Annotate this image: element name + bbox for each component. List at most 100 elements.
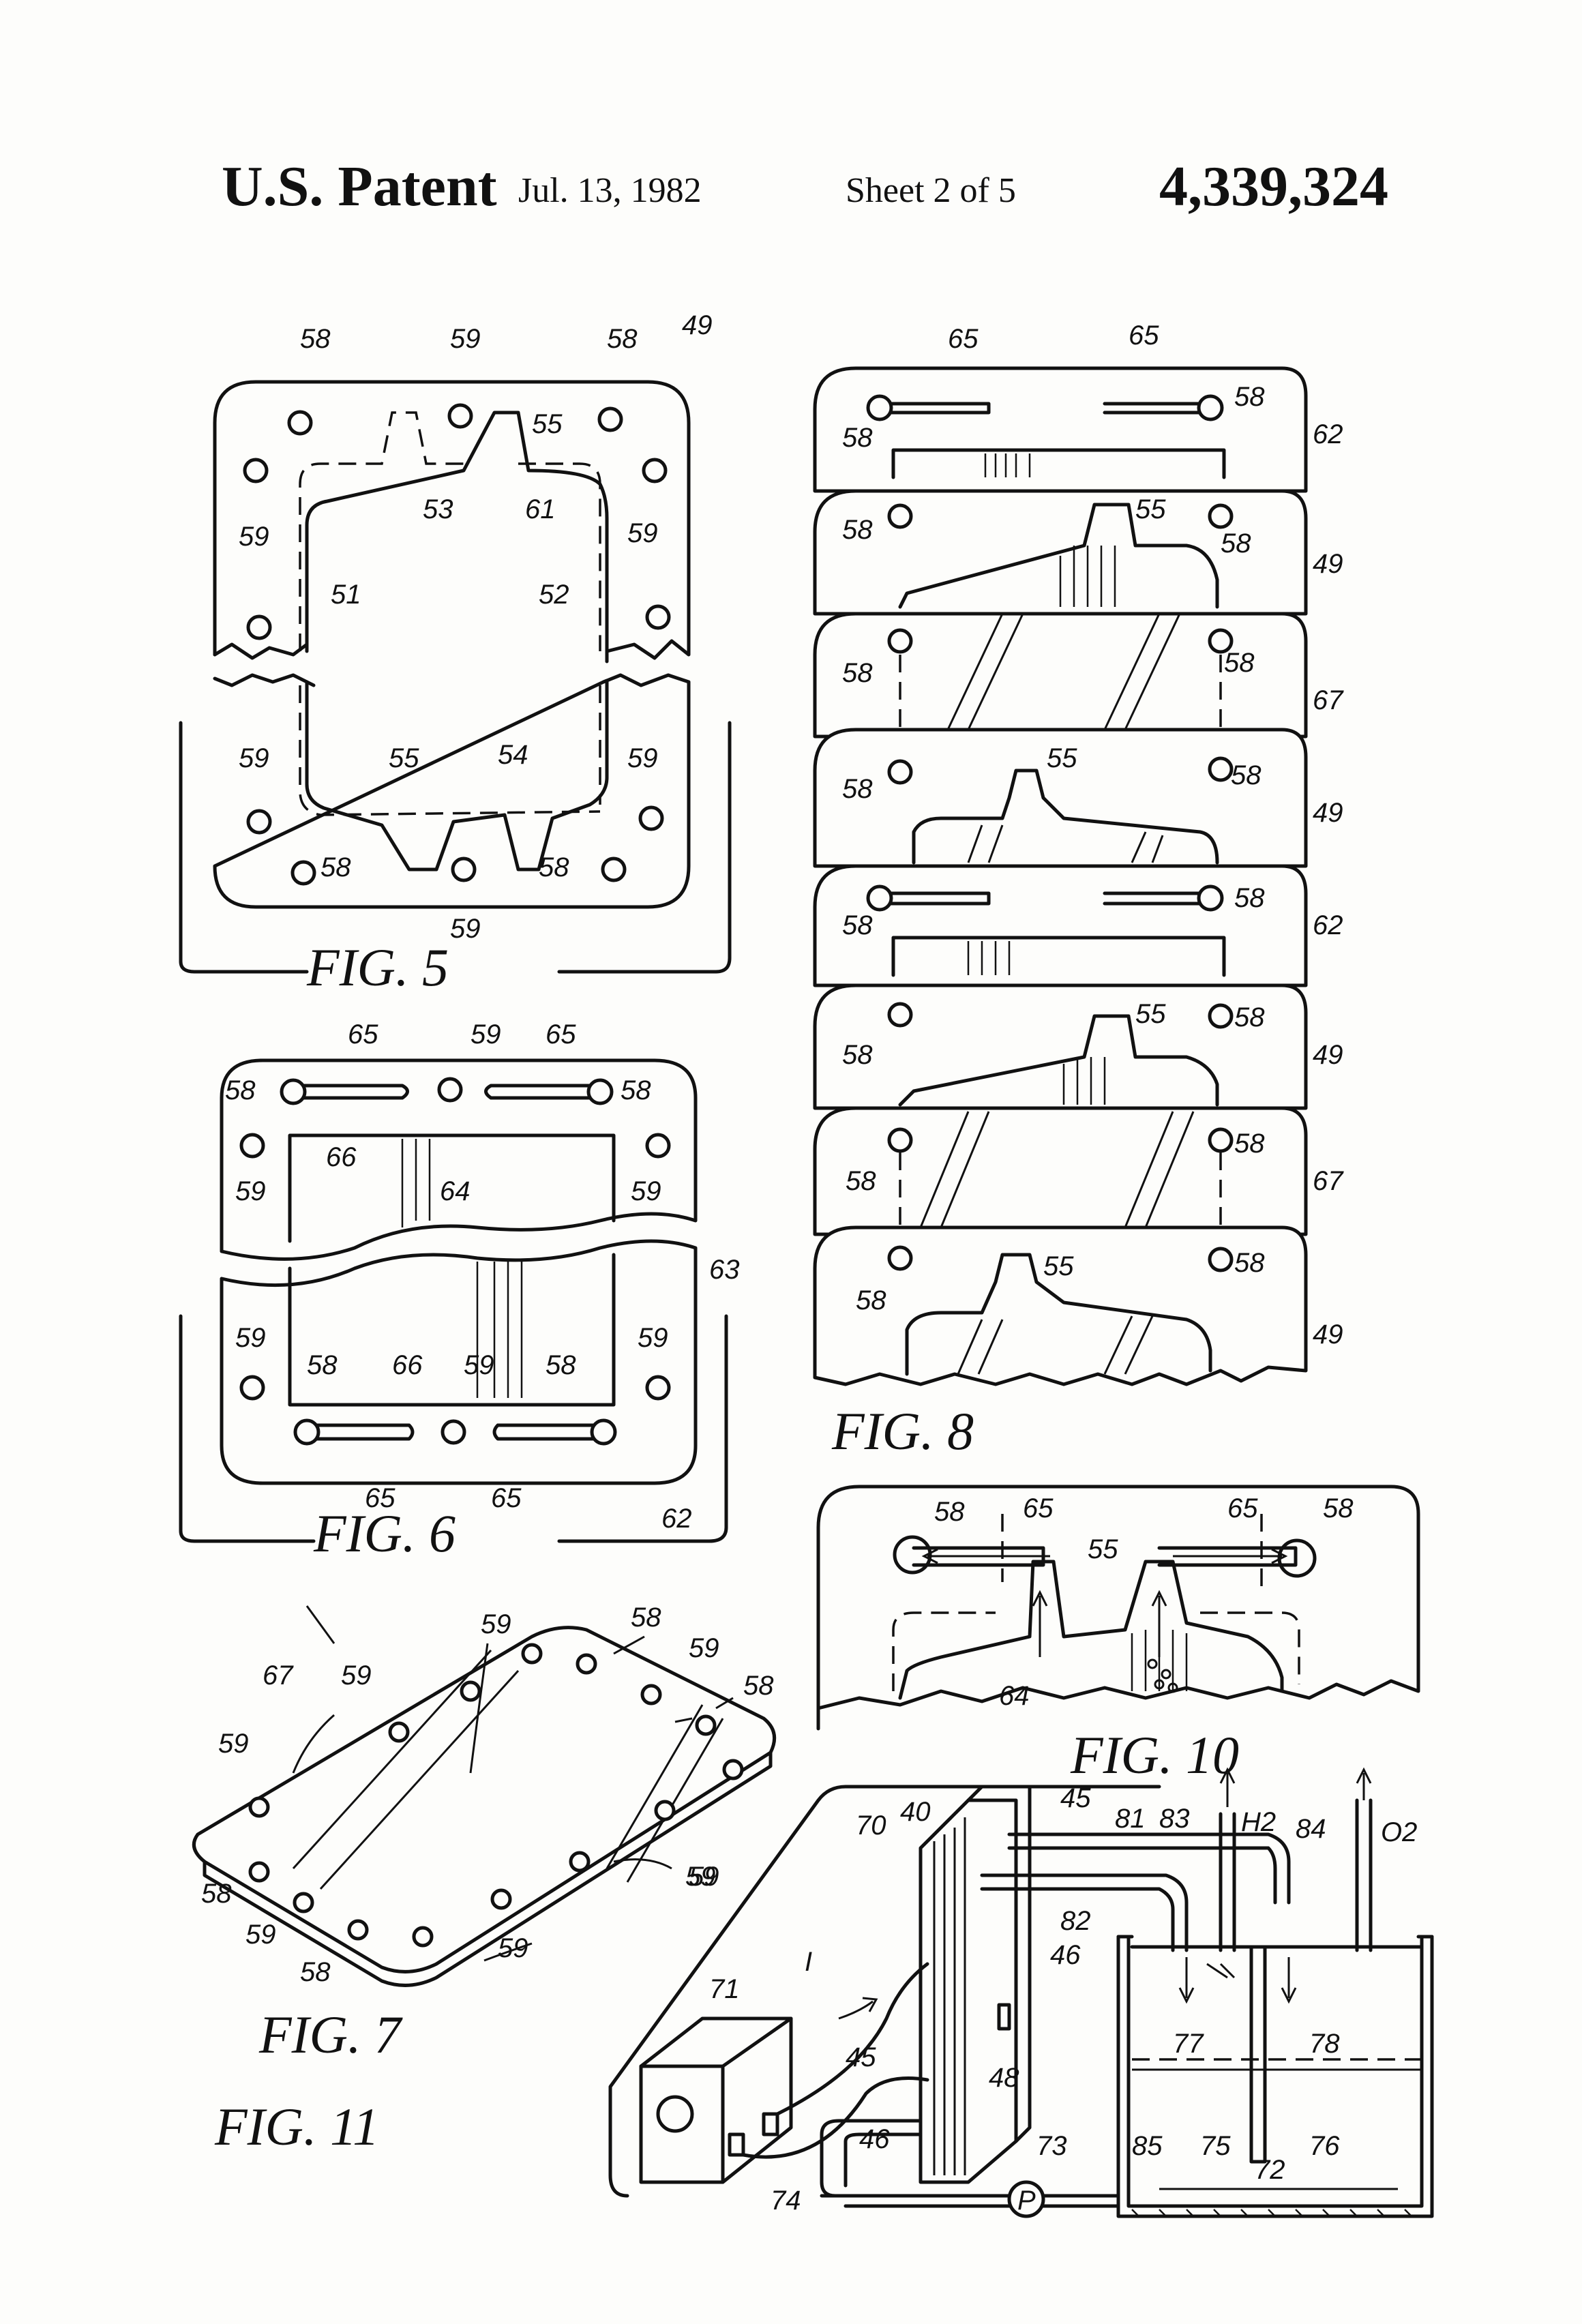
ref-label: 61 (525, 494, 556, 524)
ref-label: 49 (1313, 798, 1343, 828)
ref-label: 55 (1043, 1251, 1074, 1281)
ref-label: 59 (245, 1920, 276, 1950)
fig5-caption: FIG. 5 (306, 938, 449, 997)
ref-label: 59 (239, 743, 269, 773)
ref-label: 70 (856, 1811, 886, 1841)
ref-label: 78 (1309, 2029, 1340, 2059)
ref-label: 71 (709, 1974, 740, 2004)
ref-label: 58 (1234, 382, 1265, 412)
ref-label: 59 (627, 743, 658, 773)
ref-label: 59 (631, 1176, 661, 1206)
ref-label: 59 (341, 1660, 372, 1690)
ref-label: 81 (1115, 1804, 1146, 1834)
ref-label: 58 (1323, 1493, 1354, 1523)
ref-label: 58 (842, 515, 873, 545)
ref-label: 59 (450, 914, 481, 944)
ref-label: 59 (239, 522, 269, 552)
ref-label: 58 (1234, 1002, 1265, 1032)
ref-label: 40 (900, 1797, 931, 1827)
ref-label: 58 (539, 852, 569, 882)
ref-label: 58 (1234, 883, 1265, 913)
ref-label: 65 (1129, 321, 1159, 351)
ref-label: 59 (481, 1609, 511, 1639)
ref-label: 59 (235, 1176, 266, 1206)
ref-label: 82 (1060, 1906, 1091, 1936)
ref-label: 59 (689, 1862, 719, 1892)
ref-label: 84 (1296, 1814, 1326, 1844)
ref-label: 53 (423, 494, 453, 524)
ref-label: I (805, 1947, 812, 1977)
ref-label: 58 (856, 1285, 886, 1315)
ref-label: 58 (1234, 1129, 1265, 1159)
ref-label: 77 (1173, 2029, 1204, 2059)
fig8-caption: FIG. 8 (831, 1401, 974, 1461)
ref-label: 54 (498, 740, 528, 770)
ref-label: 49 (1313, 1040, 1343, 1070)
ref-label: 66 (392, 1350, 423, 1380)
ref-label: 58 (546, 1350, 576, 1380)
ref-label: 74 (771, 2186, 801, 2216)
ref-label: 45 (1060, 1783, 1091, 1813)
ref-label: 45 (846, 2042, 876, 2072)
fig10-caption: FIG. 10 (1070, 1725, 1239, 1785)
ref-label: 58 (842, 1040, 873, 1070)
ref-label: 65 (1227, 1493, 1258, 1523)
ref-label: 52 (539, 580, 569, 610)
ref-label: 49 (1313, 549, 1343, 579)
ref-label: 83 (1159, 1804, 1190, 1834)
ref-label: 58 (320, 852, 351, 882)
ref-label: 64 (999, 1681, 1030, 1711)
ref-label: 48 (989, 2063, 1019, 2093)
ref-label: 55 (1135, 999, 1166, 1029)
fig7-caption: FIG. 7 (258, 2005, 403, 2064)
ref-label: 55 (1088, 1534, 1118, 1564)
ref-label: 51 (331, 580, 361, 610)
ref-label: 58 (1224, 648, 1255, 678)
fig8-diagram (815, 368, 1306, 1384)
ref-label: 65 (1023, 1493, 1054, 1523)
ref-label: 58 (621, 1075, 651, 1105)
ref-label: 59 (627, 518, 658, 548)
ref-label: 58 (631, 1603, 661, 1633)
ref-label: 65 (546, 1019, 576, 1049)
fig5-diagram (181, 382, 730, 972)
ref-label: 65 (348, 1019, 378, 1049)
ref-label: 62 (661, 1504, 692, 1534)
ref-label: 58 (846, 1166, 876, 1196)
ref-label: 55 (532, 409, 563, 439)
ref-label: 55 (1135, 494, 1166, 524)
ref-label: 64 (440, 1176, 471, 1206)
ref-label: H2 (1241, 1807, 1276, 1837)
ref-label: 58 (743, 1671, 774, 1701)
fig11-caption: FIG. 11 (214, 2097, 379, 2156)
ref-label: 62 (1313, 419, 1343, 449)
ref-label: 55 (1047, 743, 1077, 773)
ref-label: 58 (842, 423, 873, 453)
ref-label: 85 (1132, 2131, 1163, 2161)
ref-label: 65 (948, 324, 979, 354)
ref-label: 59 (638, 1323, 668, 1353)
ref-label: 65 (365, 1483, 395, 1513)
ref-label: 58 (201, 1879, 232, 1909)
ref-label: 49 (1313, 1320, 1343, 1350)
ref-label: 62 (1313, 910, 1343, 940)
ref-label: 58 (300, 324, 331, 354)
ref-label: P (1017, 2186, 1036, 2216)
ref-label: 75 (1200, 2131, 1231, 2161)
ref-label: 67 (263, 1660, 294, 1690)
ref-label: 66 (326, 1142, 357, 1172)
ref-label: 59 (689, 1633, 719, 1663)
ref-label: 73 (1036, 2131, 1067, 2161)
ref-label: 76 (1309, 2131, 1340, 2161)
ref-label: 49 (682, 310, 713, 340)
ref-label: O2 (1381, 1817, 1417, 1847)
ref-label: 58 (934, 1497, 965, 1527)
ref-label: 63 (709, 1255, 740, 1285)
ref-label: 58 (307, 1350, 338, 1380)
ref-label: 58 (300, 1957, 331, 1987)
ref-label: 65 (491, 1483, 522, 1513)
ref-label: 59 (498, 1933, 528, 1963)
ref-label: 67 (1313, 685, 1344, 715)
